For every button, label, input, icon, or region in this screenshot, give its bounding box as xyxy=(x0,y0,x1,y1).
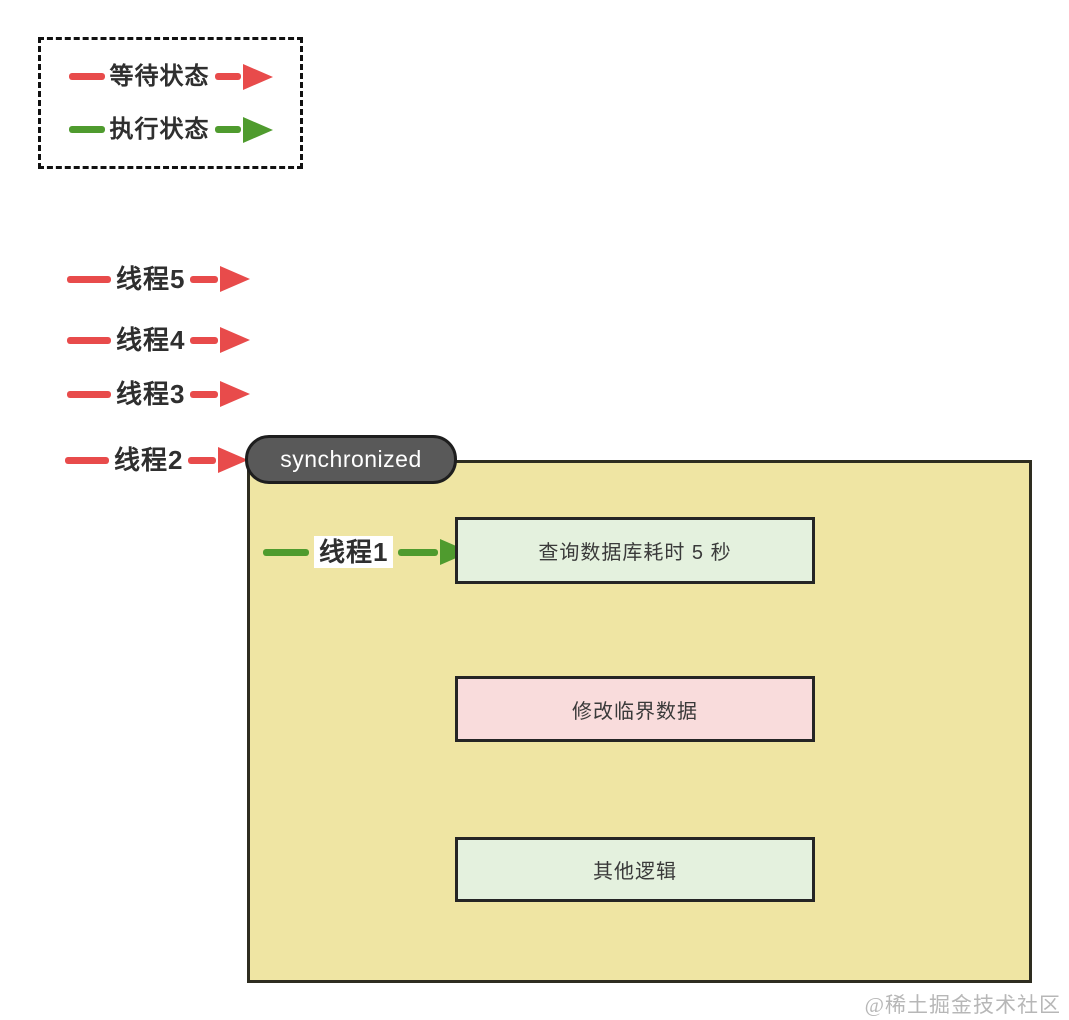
arrow-line xyxy=(67,390,111,398)
arrow-line xyxy=(68,73,105,80)
step-other-logic: 其他逻辑 xyxy=(455,837,815,902)
arrowhead-icon xyxy=(242,116,273,143)
step-modify-critical-data: 修改临界数据 xyxy=(455,676,815,742)
arrow-line xyxy=(263,548,309,556)
arrowhead-icon xyxy=(220,381,251,407)
step-query-database: 查询数据库耗时 5 秒 xyxy=(455,517,815,584)
arrow-line xyxy=(214,126,241,133)
thread-5-label: 线程5 xyxy=(116,264,186,294)
arrow-line xyxy=(190,336,219,344)
thread-4-arrow: 线程4 xyxy=(67,325,251,355)
legend-waiting-label: 等待状态 xyxy=(109,62,210,90)
arrow-line xyxy=(67,336,111,344)
thread-4-label: 线程4 xyxy=(116,325,186,355)
legend-box: 等待状态 执行状态 xyxy=(38,37,303,169)
arrow-line xyxy=(68,126,105,133)
arrow-line xyxy=(188,456,217,464)
arrow-line xyxy=(190,275,219,283)
arrowhead-icon xyxy=(220,266,251,292)
legend-executing-label: 执行状态 xyxy=(109,115,210,143)
arrow-line xyxy=(190,390,219,398)
arrow-line xyxy=(214,73,241,80)
arrow-line xyxy=(65,456,109,464)
arrow-line xyxy=(67,275,111,283)
arrowhead-icon xyxy=(220,327,251,353)
watermark: @稀土掘金技术社区 xyxy=(864,993,1061,1017)
thread-1-label: 线程1 xyxy=(314,536,394,568)
thread-1-arrow: 线程1 xyxy=(263,536,471,568)
thread-5-arrow: 线程5 xyxy=(67,264,251,294)
thread-3-arrow: 线程3 xyxy=(67,379,251,409)
thread-2-label: 线程2 xyxy=(114,445,184,475)
legend-executing-arrow: 执行状态 xyxy=(68,115,273,143)
arrowhead-icon xyxy=(242,63,273,90)
arrow-line xyxy=(398,548,439,556)
legend-waiting-arrow: 等待状态 xyxy=(68,62,273,90)
arrowhead-icon xyxy=(218,447,249,473)
thread-2-arrow: 线程2 xyxy=(65,445,249,475)
synchronized-pill: synchronized xyxy=(245,435,457,484)
thread-3-label: 线程3 xyxy=(116,379,186,409)
